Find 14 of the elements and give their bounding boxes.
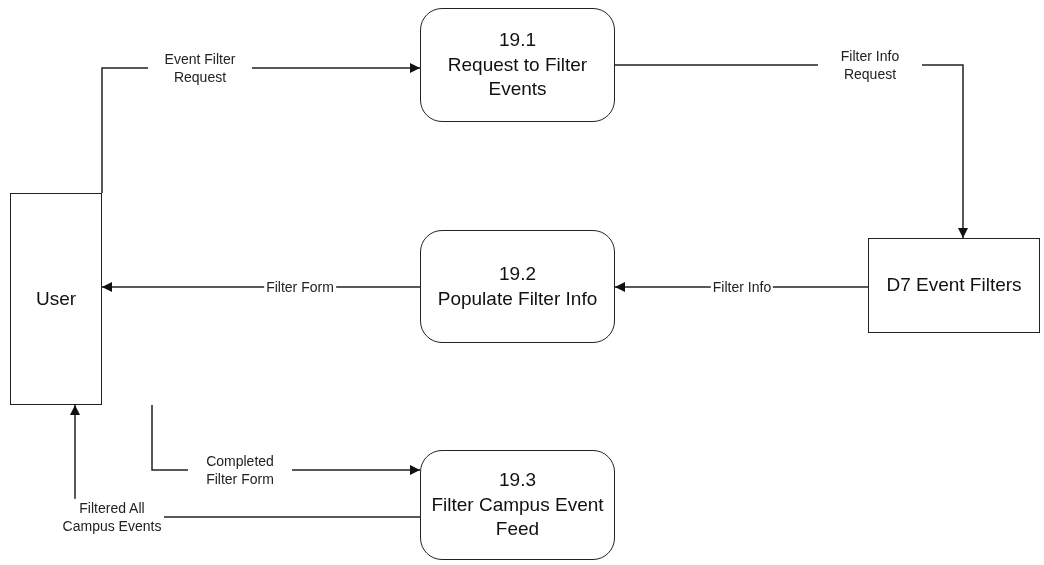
process-box bbox=[420, 230, 615, 343]
process-number: 19.3 bbox=[499, 467, 536, 492]
node-label: User bbox=[35, 286, 77, 311]
process-box bbox=[420, 450, 615, 560]
process-number: 19.2 bbox=[499, 261, 536, 286]
process-box bbox=[420, 8, 615, 122]
node-label: Request to Filter Events bbox=[446, 52, 589, 102]
node-label: D7 Event Filters bbox=[886, 273, 1022, 298]
node-label: Populate Filter Info bbox=[437, 286, 598, 311]
edge-label: Filtered All Campus Events bbox=[60, 498, 164, 536]
data-store-box bbox=[868, 238, 1040, 333]
process-number: 19.1 bbox=[499, 27, 536, 52]
node-label: Filter Campus Event Feed bbox=[431, 492, 604, 542]
external-entity-box bbox=[10, 193, 102, 405]
